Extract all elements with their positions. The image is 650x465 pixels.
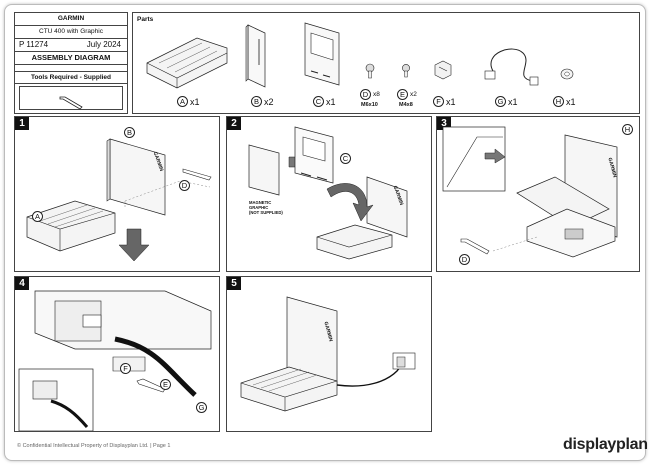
part-c-back-panel-icon bbox=[304, 22, 340, 86]
brand-name: GARMIN bbox=[15, 13, 127, 26]
product-name: CTU 400 with Graphic bbox=[15, 25, 127, 39]
step-1-panel: 1 B D A GARMIN bbox=[14, 116, 220, 272]
step-1-label-b: B bbox=[124, 127, 135, 138]
hex-key-icon bbox=[59, 96, 83, 110]
part-a-base-icon bbox=[146, 37, 228, 89]
note-line-2: GRAPHIC bbox=[249, 204, 269, 210]
footer-text: © Confidential Intellectual Property of … bbox=[17, 443, 171, 449]
part-d-size: M6x10 bbox=[361, 102, 378, 108]
step-4-panel: 4 F E G bbox=[14, 276, 220, 432]
doc-title: ASSEMBLY DIAGRAM bbox=[15, 51, 127, 65]
note-line-1: MAGNETIC bbox=[249, 200, 272, 205]
step-3-label-h: H bbox=[622, 124, 633, 135]
issue-date: July 2024 bbox=[86, 40, 121, 49]
parts-heading: Parts bbox=[137, 16, 154, 23]
step-4-label-f: F bbox=[120, 363, 131, 374]
parts-illustrations bbox=[146, 22, 574, 89]
step-1-label-d: D bbox=[179, 180, 190, 191]
assembly-sheet: GARMIN CTU 400 with Graphic P 11274 July… bbox=[4, 4, 648, 461]
part-number-row: P 11274 July 2024 bbox=[15, 38, 127, 52]
step-2-note: MAGNETIC GRAPHIC (NOT SUPPLIED) bbox=[249, 200, 283, 215]
step-5-number: 5 bbox=[227, 277, 241, 290]
note-line-3: (NOT SUPPLIED) bbox=[249, 209, 283, 215]
tools-heading: Tools Required - Supplied bbox=[15, 71, 127, 84]
step-1-label-a: A bbox=[32, 211, 43, 222]
part-d-screw-icon bbox=[365, 63, 375, 79]
step-2-number: 2 bbox=[227, 117, 241, 130]
part-e-screw-icon bbox=[402, 64, 410, 78]
tool-box bbox=[19, 86, 123, 110]
part-h-washer-icon bbox=[560, 68, 574, 80]
part-f-bracket-icon bbox=[434, 60, 452, 80]
step-3-label-d: D bbox=[459, 254, 470, 265]
step-3-panel: 3 H D GARMIN bbox=[436, 116, 640, 272]
step-5-panel: 5 GARMIN bbox=[226, 276, 432, 432]
step-4-number: 4 bbox=[15, 277, 29, 290]
parts-panel: Parts bbox=[132, 12, 640, 114]
step-4-label-g: G bbox=[196, 402, 207, 413]
part-g-power-cable-icon bbox=[484, 48, 539, 86]
step-1-illustration bbox=[26, 138, 212, 262]
step-4-illustration bbox=[18, 290, 212, 431]
step-1-number: 1 bbox=[15, 117, 29, 130]
step-3-illustration bbox=[442, 126, 618, 258]
part-e-size: M4x8 bbox=[399, 102, 413, 108]
step-5-illustration bbox=[240, 296, 416, 412]
title-block: GARMIN CTU 400 with Graphic P 11274 July… bbox=[14, 12, 128, 114]
part-number: P 11274 bbox=[19, 40, 49, 49]
step-2-illustration bbox=[248, 126, 408, 260]
step-2-label-c: C bbox=[340, 153, 351, 164]
step-4-label-e: E bbox=[160, 379, 171, 390]
part-b-side-panel-icon bbox=[245, 24, 266, 88]
footer-brand-logo: displayplan bbox=[563, 436, 648, 453]
step-2-panel: 2 C MAGNETIC GRAPHIC (NOT SUPPLIED) GARM… bbox=[226, 116, 432, 272]
